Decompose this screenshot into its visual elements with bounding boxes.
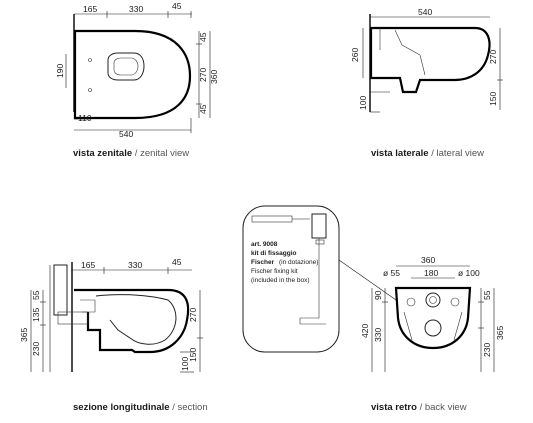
dim-label: 45	[172, 1, 182, 11]
dim-label: 100	[180, 357, 190, 371]
dim-label: 165	[81, 260, 95, 270]
zenital-view: 165 330 45 190 45 270 360 45 110 540	[55, 1, 219, 139]
dim-label: 150	[188, 348, 198, 362]
dim-label: 330	[129, 4, 143, 14]
washer	[315, 239, 325, 245]
dim-label: 540	[119, 129, 133, 139]
caption-back: vista retro / back view	[371, 402, 467, 413]
dim-label: 330	[373, 328, 383, 342]
dim-label: 45	[172, 257, 182, 267]
caption-subtitle: lateral view	[436, 148, 485, 159]
anchor-plug	[251, 215, 293, 223]
caption-zenital: vista zenitale / zenital view	[73, 148, 190, 159]
dim-label: ø 55	[383, 268, 400, 278]
threaded-rod	[299, 238, 326, 325]
kit-code: art. 9008	[251, 241, 278, 248]
back-view: 360 180 ø 55 ø 100 90 330 420 55 230 365	[360, 255, 505, 372]
dim-label: 135	[31, 308, 41, 322]
section-view: 165 330 45 55 135 230 365 270 150 100	[19, 257, 203, 373]
caption-lateral: vista laterale / lateral view	[371, 148, 485, 159]
dim-label: 270	[198, 68, 208, 82]
caption-subtitle: section	[177, 402, 208, 413]
bowl-inner-profile	[379, 28, 426, 76]
kit-name-it: kit di fissaggio	[251, 250, 297, 257]
dim-label: 150	[488, 92, 498, 106]
dim-label: 270	[188, 308, 198, 322]
caption-title: vista laterale	[371, 148, 429, 159]
dim-label: ø 100	[458, 268, 480, 278]
caption-section: sezione longitudinale / section	[73, 402, 208, 413]
dim-label: 260	[350, 48, 360, 62]
bowl-drain	[113, 57, 139, 76]
kit-note-en: (included in the box)	[251, 277, 310, 284]
dim-label: 90	[373, 290, 383, 300]
caption-subtitle: zenital view	[140, 148, 190, 159]
flush-inlet	[80, 299, 96, 313]
caption-subtitle: back view	[424, 402, 467, 413]
dim-label: 180	[424, 268, 438, 278]
dim-label: 100	[358, 96, 368, 110]
kit-brand: Fischer	[251, 259, 275, 266]
dim-label: 360	[421, 255, 435, 265]
bowl-section	[74, 288, 190, 354]
dim-label: 540	[418, 7, 432, 17]
bowl-inner-rim	[107, 52, 145, 81]
fixing-kit-inset: art. 9008 kit di fissaggio Fischer (in d…	[242, 205, 397, 353]
dim-label: 365	[19, 328, 29, 342]
dim-label: 330	[128, 260, 142, 270]
inlet-hole-inner	[429, 296, 437, 304]
waste-pipe	[57, 311, 89, 325]
fixing-hole	[88, 88, 92, 92]
dim-label: 55	[31, 290, 41, 300]
dim-label: 420	[360, 324, 370, 338]
dim-label: 165	[83, 4, 97, 14]
dim-label: 230	[482, 343, 492, 357]
dim-label: 55	[482, 290, 492, 300]
dim-label: 230	[31, 342, 41, 356]
inlet-hole	[425, 292, 441, 308]
bowl-inner-section	[95, 294, 177, 345]
waste-hole	[424, 319, 442, 337]
lateral-view: 540 260 270 150 100	[350, 7, 503, 113]
bowl-outline	[73, 29, 192, 120]
dim-label: 110	[78, 113, 92, 123]
fixing-nut	[311, 213, 327, 239]
dim-label: 190	[55, 64, 65, 78]
inset-frame	[242, 205, 340, 353]
dim-label: 360	[209, 70, 219, 84]
bowl-profile	[369, 26, 491, 94]
bolt-hole	[450, 297, 460, 307]
dim-label: 270	[488, 50, 498, 64]
kit-note-it: (in dotazione)	[279, 259, 318, 266]
dim-label: 45	[198, 32, 208, 42]
caption-title: sezione longitudinale	[73, 402, 170, 413]
cistern	[53, 264, 68, 316]
caption-title: vista retro	[371, 402, 417, 413]
back-ribs	[403, 311, 463, 341]
dim-label: 365	[495, 326, 505, 340]
caption-title: vista zenitale	[73, 148, 133, 159]
leader-line	[338, 259, 397, 301]
fixing-hole	[88, 58, 92, 62]
kit-name-en: Fischer fixing kit	[251, 268, 298, 275]
dim-label: 45	[198, 104, 208, 114]
back-outline	[394, 286, 472, 350]
bolt-hole	[406, 297, 416, 307]
